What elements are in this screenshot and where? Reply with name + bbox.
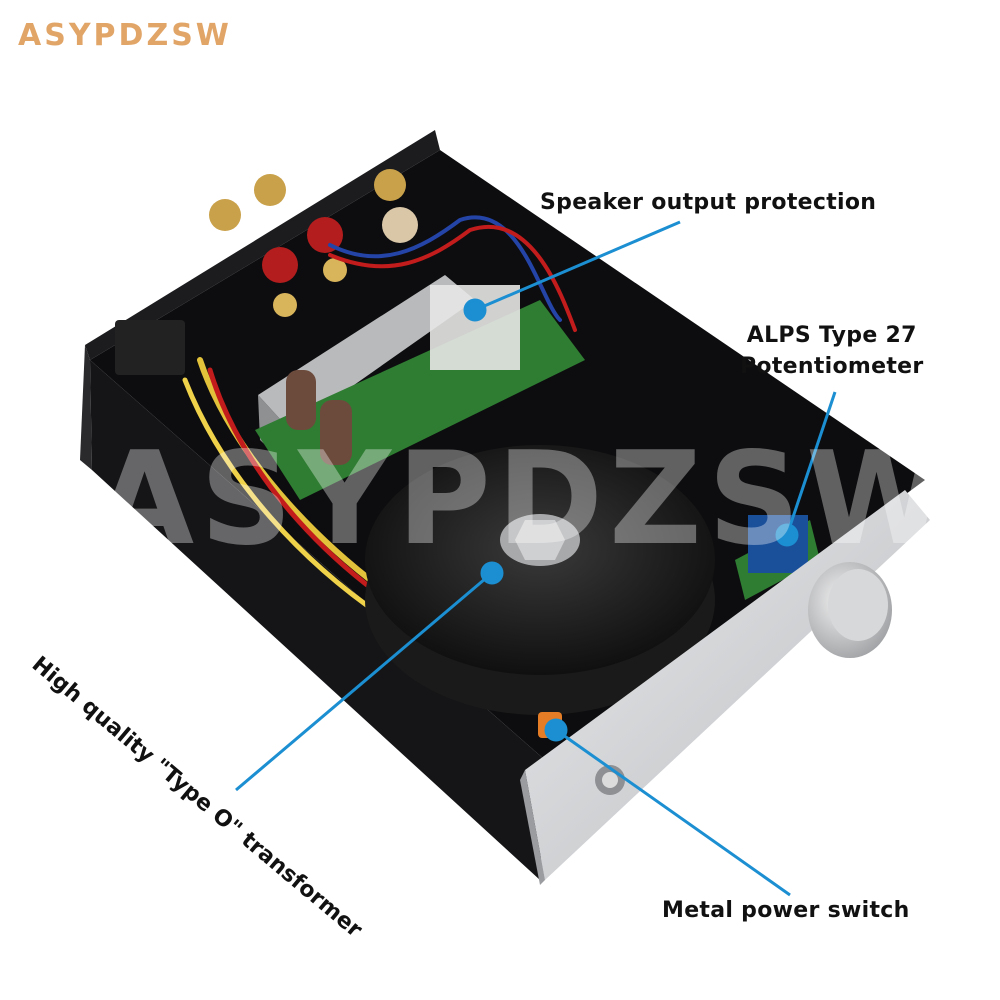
capacitor (320, 400, 352, 465)
toroidal-transformer (365, 445, 715, 715)
callout-potentiometer-line1: ALPS Type 27 (746, 323, 917, 348)
rear-connectors (115, 169, 418, 375)
callout-power-switch: Metal power switch (662, 898, 910, 923)
callout-potentiometer: ALPS Type 27 Potentiometer (740, 323, 924, 379)
callout-speaker-protection: Speaker output protection (540, 190, 877, 215)
brand-logo: ASYPDZSW (18, 18, 232, 53)
capacitor (286, 370, 316, 430)
callout-potentiometer-line2: Potentiometer (740, 354, 924, 379)
potentiometer (748, 515, 808, 573)
callout-lines (235, 220, 837, 897)
